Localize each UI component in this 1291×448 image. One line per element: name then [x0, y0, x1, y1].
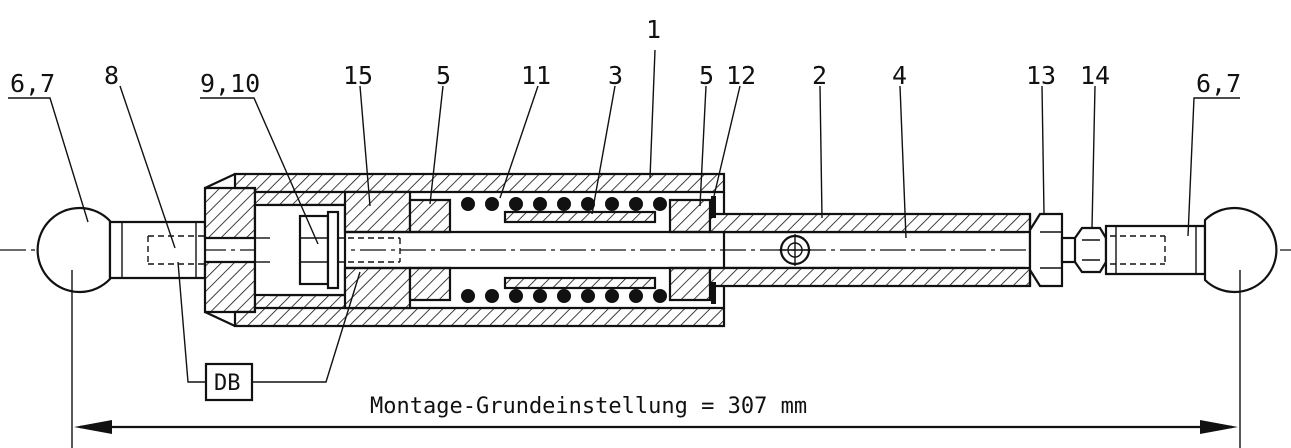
- label-15: 15: [343, 61, 373, 90]
- label-11: 11: [521, 61, 551, 90]
- dimension-line: [71, 270, 1241, 448]
- spring-coils: [461, 197, 667, 303]
- sleeve: [503, 210, 657, 290]
- db-box: [204, 362, 254, 402]
- label-1: 1: [646, 15, 661, 44]
- label-5-left: 5: [436, 61, 451, 90]
- label-6-7-right: 6,7: [1196, 69, 1241, 98]
- label-db: DB: [214, 371, 241, 396]
- lock-nut: [1028, 212, 1064, 288]
- label-6-7-left: 6,7: [10, 69, 55, 98]
- piston-tube: [708, 212, 1032, 288]
- label-3: 3: [608, 61, 623, 90]
- nut-and-washer: [298, 210, 340, 290]
- bushing: [343, 190, 412, 310]
- spring-seats: [408, 198, 712, 302]
- label-9-10: 9,10: [200, 69, 260, 98]
- label-12: 12: [726, 61, 756, 90]
- right-ball-joint: [1104, 206, 1278, 294]
- left-ball-joint: [36, 206, 245, 294]
- retaining-ring: [711, 196, 716, 304]
- dimension-text: Montage-Grundeinstellung = 307 mm: [370, 394, 807, 419]
- label-4: 4: [892, 61, 907, 90]
- label-14: 14: [1080, 61, 1110, 90]
- label-13: 13: [1026, 61, 1056, 90]
- label-5-right: 5: [699, 61, 714, 90]
- label-2: 2: [812, 61, 827, 90]
- threaded-rod: [1060, 226, 1108, 274]
- outer-tube: [204, 172, 726, 328]
- leader-lines: [8, 49, 1240, 383]
- label-8: 8: [104, 61, 119, 90]
